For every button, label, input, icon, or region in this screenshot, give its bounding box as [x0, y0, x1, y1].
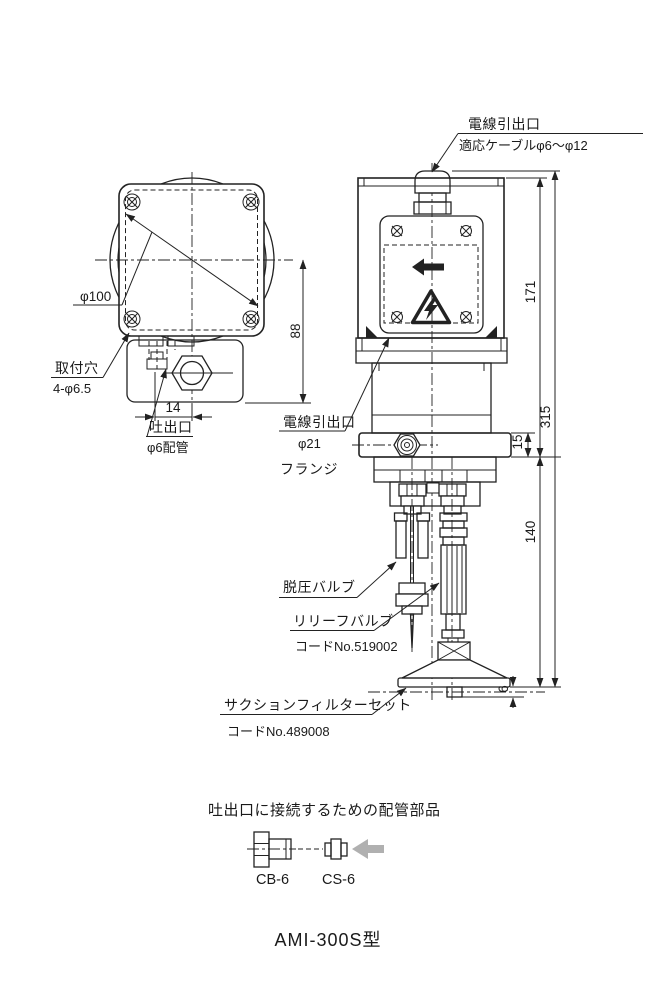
discharge-port-label: 吐出口 [149, 419, 193, 435]
dial-center-height-dim: 88 [288, 323, 303, 338]
flange [352, 432, 512, 458]
cs6-fitting [324, 838, 348, 860]
insert-direction-arrow-icon [352, 839, 384, 859]
mounting-hole-label: 取付穴 [55, 360, 99, 376]
cb6-fitting [253, 831, 292, 868]
release-valve-label: 脱圧バルブ [283, 579, 356, 595]
piping-parts: 吐出口に接続するための配管部品 CB-6 CS-6 [208, 802, 441, 888]
dimension-lines [452, 170, 561, 708]
discharge-port-sub: φ6配管 [147, 440, 189, 455]
relief-valve-code: コードNo.519002 [295, 639, 398, 654]
cable-outlet-top-label: 電線引出口 [468, 116, 541, 132]
valve-manifold [373, 456, 497, 515]
annotations: 電線引出口 適応ケーブルφ6～φ12 φ100 88 14 取付穴 4-φ6.5… [53, 116, 588, 739]
piping-heading: 吐出口に接続するための配管部品 [208, 802, 441, 819]
dial-diameter-dim: φ100 [80, 289, 111, 304]
pump-column [371, 362, 492, 434]
corner-screw-icon [123, 193, 260, 328]
cable-outlet-mid-sub: φ21 [298, 436, 321, 451]
overall-height-dim: 315 [538, 406, 553, 429]
lower-height-dim: 140 [523, 521, 538, 544]
high-voltage-warning-icon [410, 289, 452, 325]
cable-outlet-mid-label: 電線引出口 [283, 414, 356, 430]
suction-filter [368, 641, 545, 698]
model-title: AMI-300S型 [274, 930, 381, 950]
mounting-hole-sub: 4-φ6.5 [53, 381, 91, 396]
flange-label: フランジ [280, 461, 338, 477]
cb6-label: CB-6 [256, 872, 289, 888]
suction-filter-code: コードNo.489008 [227, 724, 330, 739]
terminal-box [357, 177, 505, 339]
plate-screw-icon [391, 225, 472, 323]
suction-filter-label: サクションフィルターセット [224, 697, 412, 713]
direction-arrow-icon [412, 258, 444, 276]
relief-valve [439, 512, 468, 643]
front-view [51, 172, 311, 437]
compression-fitting-right [438, 483, 467, 515]
compression-fitting-left [398, 483, 427, 515]
pump-head-front [126, 335, 244, 403]
port-offset-dim: 14 [165, 400, 181, 415]
flange-thickness-dim: 15 [510, 434, 525, 449]
relief-valve-label: リリーフバルブ [293, 613, 394, 629]
side-view [220, 133, 643, 715]
body-height-dim: 171 [523, 281, 538, 304]
cable-outlet-top-sub: 適応ケーブルφ6～φ12 [459, 138, 588, 153]
cs6-label: CS-6 [322, 872, 355, 888]
foot-height-dim: 6 [496, 685, 511, 693]
